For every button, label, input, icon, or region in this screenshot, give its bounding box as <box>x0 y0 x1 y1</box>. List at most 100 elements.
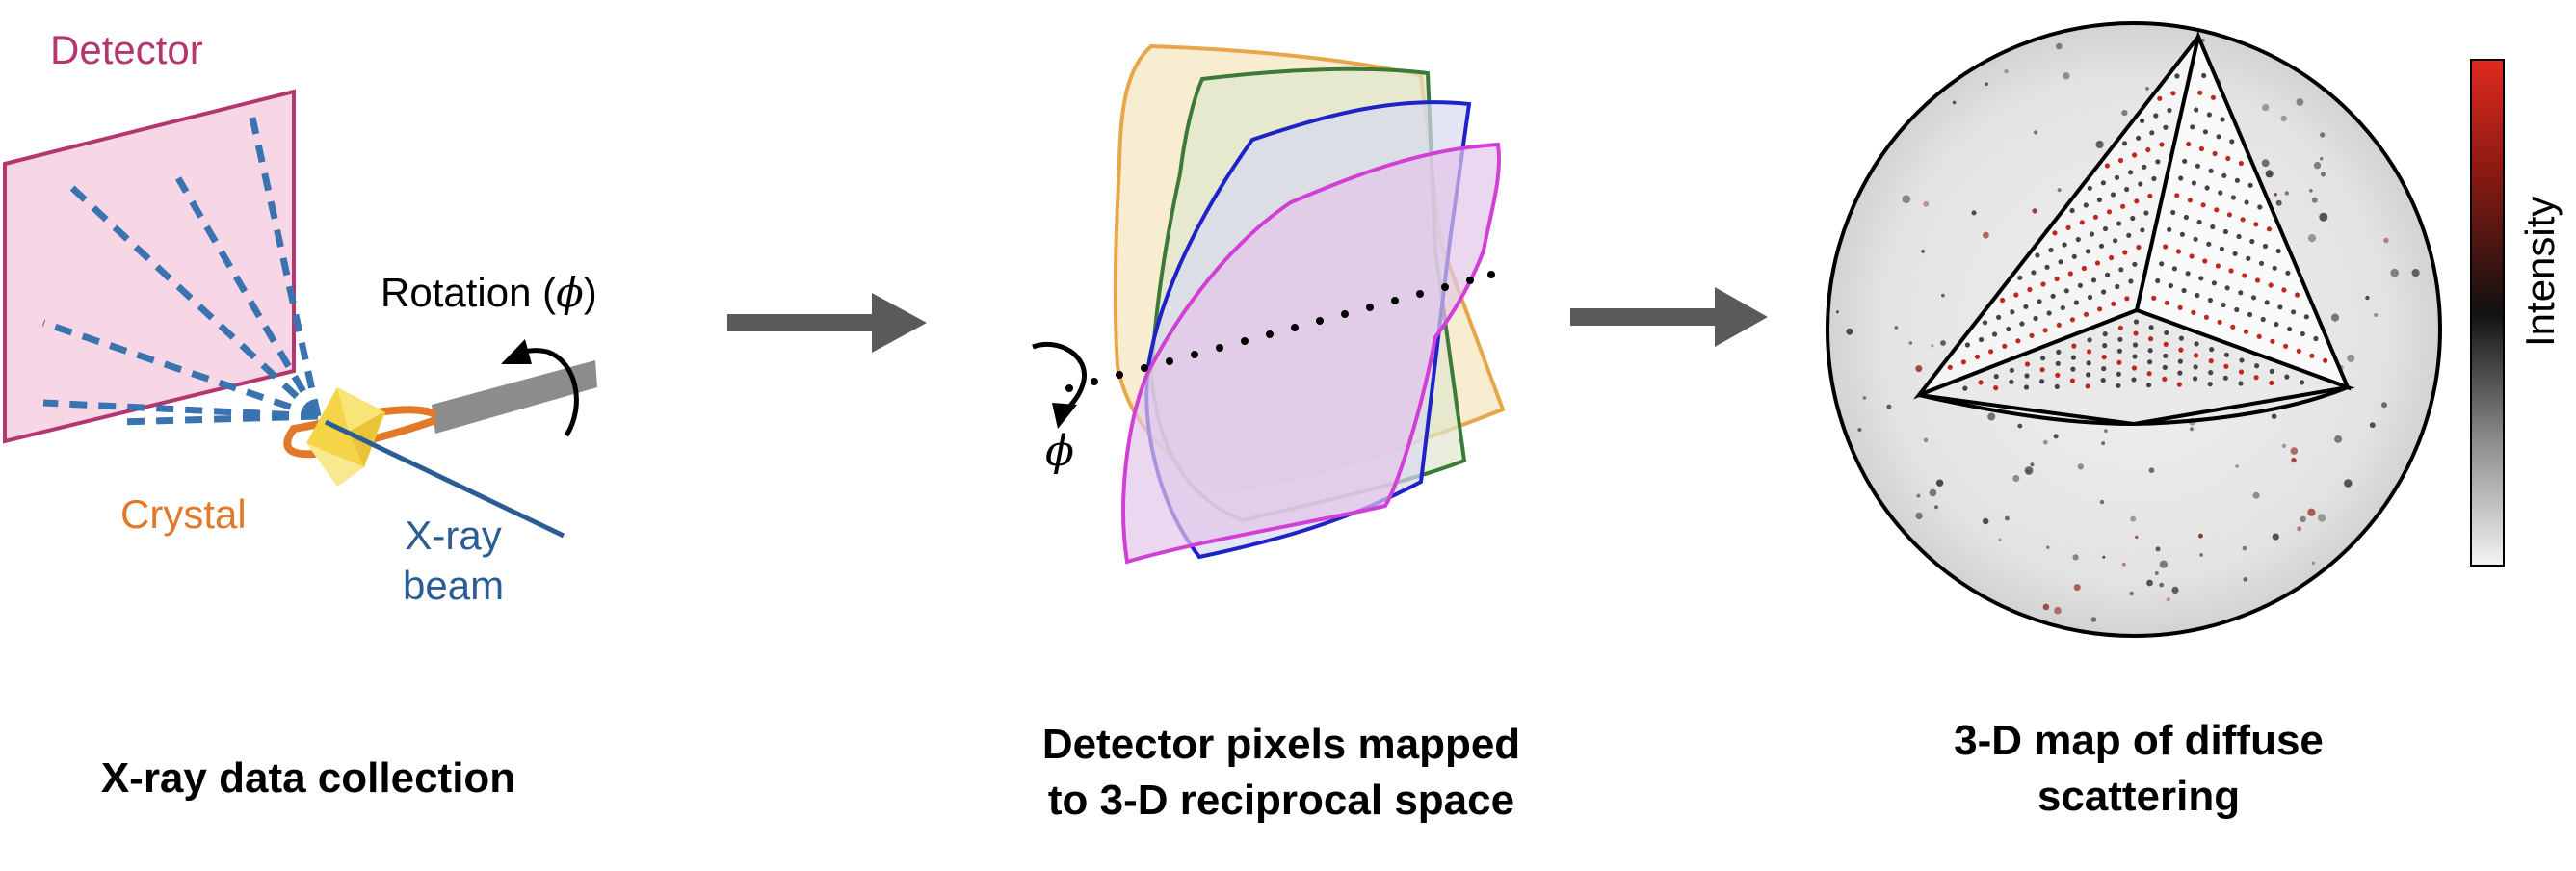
bragg-peak <box>2037 299 2042 304</box>
scatter-spot <box>2280 115 2287 122</box>
scatter-spot <box>1952 100 1957 105</box>
process-arrow-2 <box>1570 287 1768 347</box>
phi-label: ϕ <box>1045 427 1074 476</box>
bragg-peak <box>2131 365 2138 371</box>
bragg-peak <box>1964 342 1970 348</box>
bragg-peak <box>2295 292 2300 298</box>
scatter-spot <box>2104 429 2108 433</box>
bragg-peak <box>2240 217 2246 223</box>
bragg-peak <box>2220 117 2225 122</box>
bragg-peak <box>2062 242 2067 248</box>
bragg-peak <box>2209 347 2215 353</box>
scatter-spot <box>1862 396 1867 400</box>
bragg-peak <box>2287 326 2293 332</box>
scatter-spot <box>2154 571 2159 575</box>
bragg-peak <box>2244 199 2249 205</box>
bragg-peak <box>2071 343 2077 349</box>
bragg-peak <box>2114 174 2120 180</box>
bragg-peak <box>2266 226 2273 232</box>
bragg-peak <box>2177 358 2183 364</box>
scatter-spot <box>2320 172 2326 177</box>
bragg-peak <box>2143 210 2149 216</box>
phi-arrowhead-icon <box>1052 403 1077 429</box>
scatter-spot <box>2155 546 2161 552</box>
bragg-peak <box>2163 244 2169 250</box>
caption-diffuse-map: 3-D map of diffuse scattering <box>1954 717 2324 820</box>
scatter-spot <box>2199 553 2204 557</box>
panel-data-collection <box>3 89 597 539</box>
bragg-peak <box>2009 367 2014 373</box>
diffracted-rays <box>41 117 322 426</box>
bragg-peak <box>2198 276 2204 281</box>
bragg-peak <box>2050 293 2056 299</box>
scatter-spot <box>2042 603 2050 611</box>
bragg-peak <box>2100 378 2106 383</box>
bragg-peak <box>2130 215 2136 222</box>
scatter-spot <box>2381 402 2387 409</box>
detector-panel <box>3 89 296 444</box>
bragg-peak <box>2100 180 2106 186</box>
bragg-peak <box>2116 348 2122 354</box>
scatter-spot <box>1931 344 1934 348</box>
scatter-spot <box>1983 517 1989 525</box>
bragg-peak <box>2118 267 2124 273</box>
bragg-peak <box>2087 349 2092 355</box>
bragg-peak <box>2168 282 2173 289</box>
lattice-bragg-peaks <box>1947 72 2328 391</box>
bragg-peak <box>2155 277 2161 284</box>
bragg-peak <box>2296 348 2301 354</box>
bragg-peak <box>1993 374 1999 380</box>
bragg-peak <box>2102 331 2108 337</box>
bragg-peak <box>2033 315 2038 322</box>
detector-label: Detector <box>50 27 203 72</box>
scatter-spot <box>1998 538 2002 541</box>
bragg-peak <box>2268 282 2274 288</box>
bragg-peak <box>2055 360 2061 366</box>
bragg-peak <box>2111 301 2116 306</box>
rotation-axis-rod <box>432 360 597 434</box>
bragg-peak <box>2115 283 2120 290</box>
bragg-peak <box>2196 219 2202 225</box>
sphere-outline <box>1918 385 2349 427</box>
scatter-spot <box>2344 479 2353 488</box>
bragg-peak <box>2113 238 2118 244</box>
bragg-peak <box>2116 359 2122 365</box>
bragg-peak <box>2182 158 2188 164</box>
bragg-peak <box>2069 207 2075 214</box>
bragg-peak <box>2300 330 2305 337</box>
bragg-peak <box>2000 297 2006 304</box>
bragg-peak <box>2247 182 2253 188</box>
bragg-peak <box>2277 304 2283 310</box>
bragg-peak <box>2176 382 2182 387</box>
bragg-peak <box>2087 294 2093 301</box>
bragg-peak <box>2221 302 2226 308</box>
bragg-peak <box>2039 379 2045 384</box>
scatter-spot <box>2121 562 2126 567</box>
beam-incoming <box>324 419 565 539</box>
bragg-peak <box>2149 130 2155 136</box>
bragg-peak <box>2105 272 2111 277</box>
bragg-peak <box>2023 384 2030 390</box>
scatter-spot <box>2063 72 2070 80</box>
bragg-peak <box>2177 370 2183 376</box>
scatter-spot <box>2320 157 2324 161</box>
bragg-peak <box>2257 204 2263 210</box>
bragg-peak <box>2193 376 2198 382</box>
bragg-peak <box>2183 214 2189 221</box>
scatter-spot <box>2056 42 2063 50</box>
bragg-peak <box>2275 248 2281 254</box>
scatter-spot <box>2309 189 2313 193</box>
bragg-peak <box>2094 260 2101 266</box>
scatter-spot <box>2390 268 2399 277</box>
bragg-peak <box>2195 292 2200 299</box>
bragg-peak <box>2193 236 2198 242</box>
bragg-peak <box>2140 227 2145 233</box>
bragg-peak <box>2203 314 2209 320</box>
bragg-peak <box>2040 356 2046 361</box>
bragg-peak <box>2234 306 2240 313</box>
bragg-peak <box>1960 359 1966 365</box>
scatter-spot <box>2017 423 2023 429</box>
bragg-peak <box>2151 295 2157 301</box>
scatter-spot <box>2033 130 2038 135</box>
